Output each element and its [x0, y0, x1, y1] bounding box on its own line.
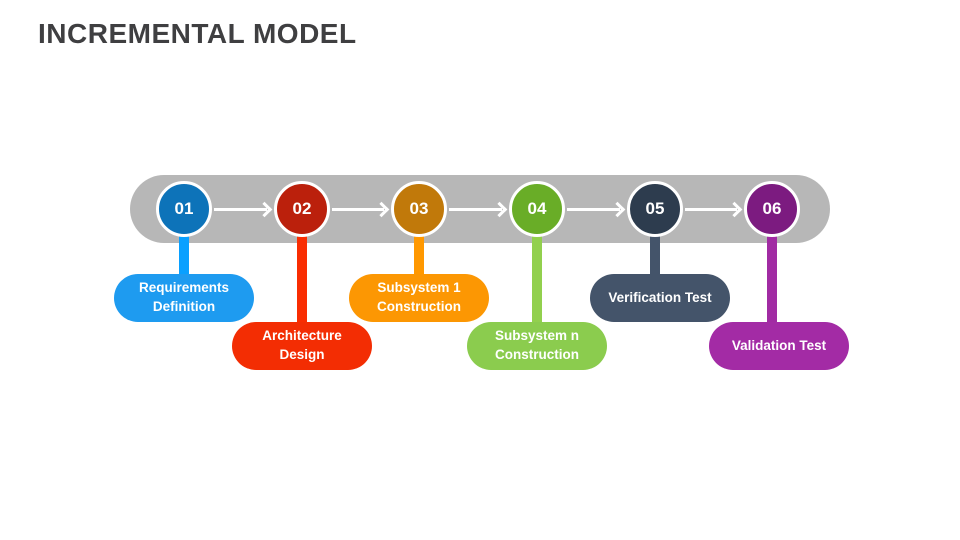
step-4-connector — [532, 209, 542, 328]
step-4-circle: 04 — [509, 181, 565, 237]
step-1-number: 01 — [174, 199, 194, 218]
step-2-connector — [297, 209, 307, 328]
step-3-label: Subsystem 1 Construction — [377, 280, 461, 314]
step-5-connector — [650, 209, 660, 280]
step-2-label-pill: Architecture Design — [232, 322, 372, 370]
step-1-label: Requirements Definition — [138, 280, 230, 314]
step-3-connector — [414, 209, 424, 280]
arrow-right-icon — [332, 201, 390, 218]
step-6-label: Validation Test — [731, 337, 827, 353]
step-4-label: Subsystem n Construction — [494, 328, 580, 362]
arrow-right-icon — [214, 201, 273, 218]
step-1-circle: 01 — [156, 181, 212, 237]
arrow-right-icon — [567, 201, 626, 218]
arrow-right-icon — [449, 201, 508, 218]
step-5-circle: 05 — [627, 181, 683, 237]
step-5-number: 05 — [645, 199, 665, 218]
page-title: INCREMENTAL MODEL — [38, 18, 357, 49]
step-3-circle: 03 — [391, 181, 447, 237]
step-5-label-pill: Verification Test — [590, 274, 730, 322]
step-4-label-pill: Subsystem n Construction — [467, 322, 607, 370]
step-6-circle: 06 — [744, 181, 800, 237]
step-6-label-pill: Validation Test — [709, 322, 849, 370]
step-6-number: 06 — [762, 199, 782, 218]
step-3-label-pill: Subsystem 1 Construction — [349, 274, 489, 322]
step-1-label-pill: Requirements Definition — [114, 274, 254, 322]
arrow-right-icon — [685, 201, 743, 218]
step-2-label: Architecture Design — [262, 328, 342, 362]
step-5-label: Verification Test — [608, 289, 712, 305]
step-6-connector — [767, 209, 777, 328]
step-2-circle: 02 — [274, 181, 330, 237]
step-2-number: 02 — [292, 199, 312, 218]
step-3-number: 03 — [409, 199, 429, 218]
step-4-number: 04 — [527, 199, 547, 218]
step-1-connector — [179, 209, 189, 280]
